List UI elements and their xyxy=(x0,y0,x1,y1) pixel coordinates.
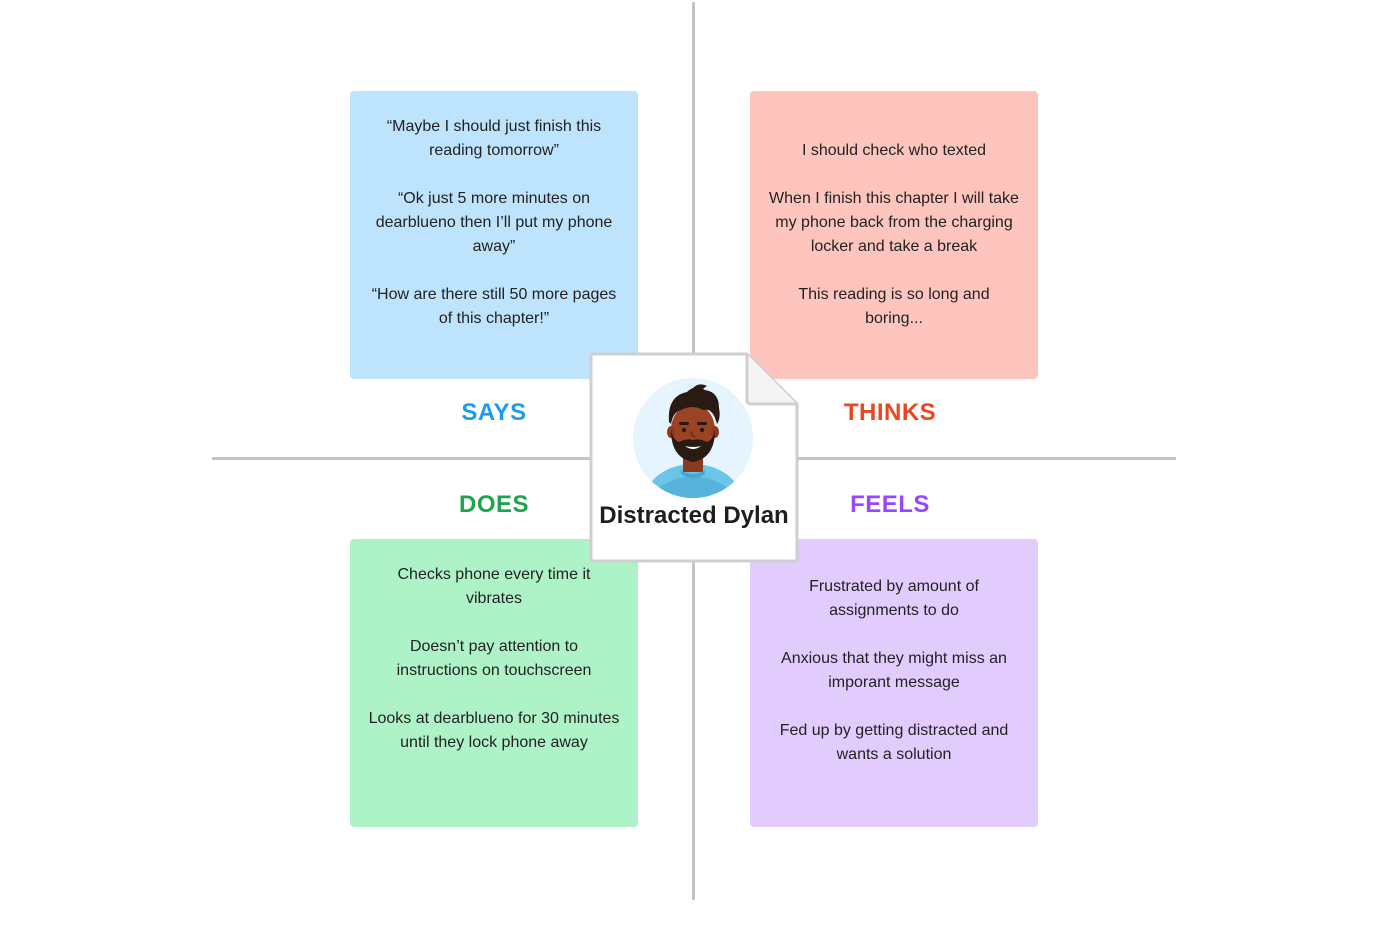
persona-name: Distracted Dylan xyxy=(599,502,789,529)
thinks-sticky-note[interactable]: I should check who texted When I finish … xyxy=(750,91,1038,379)
feels-item: Anxious that they might miss an imporant… xyxy=(781,650,1007,691)
says-item: “How are there still 50 more pages of th… xyxy=(371,286,617,327)
says-item: “Ok just 5 more minutes on dearblueno th… xyxy=(375,190,613,255)
thinks-item: When I finish this chapter I will take m… xyxy=(769,190,1019,255)
person-avatar-icon xyxy=(633,378,753,498)
thinks-item: I should check who texted xyxy=(801,142,987,159)
thinks-label: THINKS xyxy=(843,399,937,426)
feels-sticky-note[interactable]: Frustrated by amount of assignments to d… xyxy=(750,539,1038,827)
says-sticky-note[interactable]: “Maybe I should just finish this reading… xyxy=(350,91,638,379)
thinks-item: This reading is so long and boring... xyxy=(798,286,990,327)
feels-label: FEELS xyxy=(850,491,930,518)
says-label: SAYS xyxy=(461,399,527,426)
does-label: DOES xyxy=(458,491,529,518)
feels-item: Fed up by getting distracted and wants a… xyxy=(779,722,1009,763)
feels-item: Frustrated by amount of assignments to d… xyxy=(809,578,979,619)
persona-card[interactable]: Distracted Dylan xyxy=(589,352,799,563)
says-item: “Maybe I should just finish this reading… xyxy=(386,118,602,159)
does-item: Doesn’t pay attention to instructions on… xyxy=(396,638,592,679)
does-sticky-note[interactable]: Checks phone every time it vibrates Does… xyxy=(350,539,638,827)
does-item: Checks phone every time it vibrates xyxy=(397,566,591,607)
does-item: Looks at dearblueno for 30 minutes until… xyxy=(368,710,620,751)
